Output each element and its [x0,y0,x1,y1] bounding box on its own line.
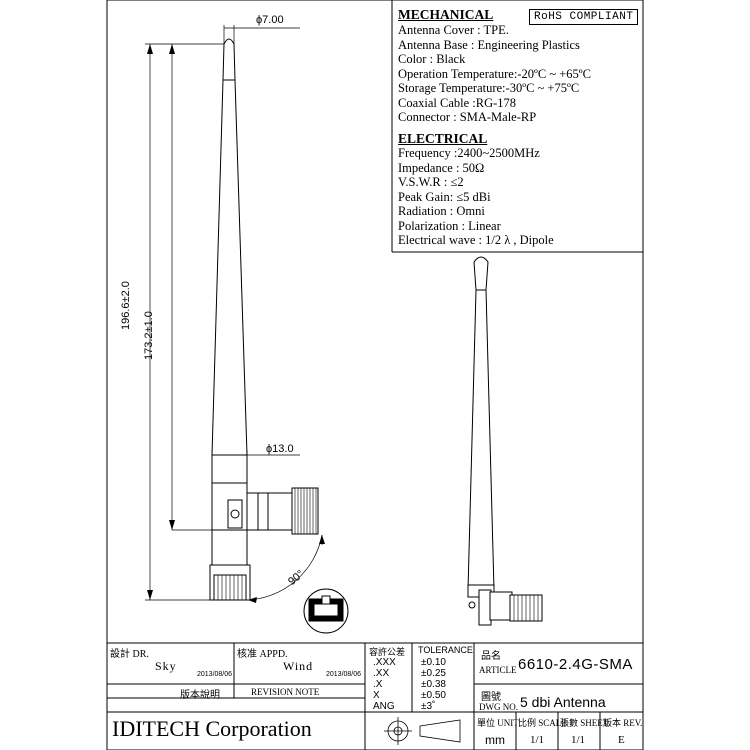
company-name: IDITECH Corporation [112,716,312,741]
rev-value: E [618,734,625,746]
spec-item: Electrical wave : 1/2 λ , Dipole [398,233,554,247]
tolerance-key: .XXX [373,657,396,668]
dim-tip-diameter: ϕ7.00 [256,14,284,26]
antenna-whip [211,79,248,456]
article-label-en: ARTICLE [479,665,517,675]
rohs-badge: RoHS COMPLIANT [529,9,639,25]
rev-label: 版本 REV. [603,718,643,728]
antenna-front-view [209,38,319,601]
spec-item: Antenna Base : Engineering Plastics [398,37,580,52]
spec-item: Impedance : 50Ω [398,160,485,175]
dimension-lines [145,25,323,601]
dwg-label-en: DWG NO. [479,702,518,712]
tolerance-value: ±0.38 [421,679,446,690]
title-block-grid [107,642,643,750]
tolerance-value: ±3˚ [421,701,436,712]
electrical-heading: ELECTRICAL [398,131,488,146]
mechanical-heading: MECHANICAL [398,7,494,22]
dim-total-length: 196.6±2.0 [120,281,132,330]
revision-label: 版本說明 [180,690,220,701]
spec-item: V.S.W.R : ≤2 [398,175,464,189]
tolerance-key: ANG [373,701,395,712]
tolerance-key: .XX [373,668,390,679]
projection-symbol [384,717,461,745]
electrical-list: Frequency :2400~2500MHz Impedance : 50Ω … [398,146,554,248]
spec-item: Antenna Cover : TPE. [398,23,509,37]
approve-label: 核准 APPD. [237,649,288,660]
approve-date: 2013/08/06 [326,671,362,678]
designer-name: Sky [155,659,177,673]
antenna-tip [222,38,236,81]
mechanical-list: Antenna Cover : TPE. Antenna Base : Engi… [398,23,591,125]
spec-item: Frequency :2400~2500MHz [398,146,540,160]
tolerance-label-en: TOLERANCE [418,645,473,655]
tolerance-values: ±0.10 ±0.25 ±0.38 ±0.50 ±3˚ [421,657,446,712]
dim-tip-diameter-text: ϕ7.00 [256,14,284,26]
tolerance-keys: .XXX .XX .X X ANG [373,657,396,712]
design-date: 2013/08/06 [197,671,233,678]
spec-item: Storage Temperature:-30ºC ~ +75ºC [398,81,580,95]
revision-note-label: REVISION NOTE [251,687,320,697]
dwg-label-cn: 圖號 [481,692,501,703]
approver-name: Wind [283,659,314,673]
spec-item: Operation Temperature:-20ºC ~ +65ºC [398,66,591,81]
sheet-border [106,0,644,750]
connector-thread [291,487,319,535]
unit-value: mm [485,733,505,747]
unit-label: 單位 UNIT [477,718,519,728]
tolerance-key: X [373,690,380,701]
dwg-value: 5 dbi Antenna [520,694,606,710]
dim-base-diameter: ϕ13.0 [266,443,294,455]
tolerance-key: .X [373,679,383,690]
dim-whip-length: 173.2±1.0 [143,311,155,360]
scale-value: 1/1 [530,734,545,746]
spec-item: Connector : SMA-Male-RP [398,110,537,124]
article-label-cn: 品名 [481,651,501,662]
article-value: 6610-2.4G-SMA [518,656,633,673]
scale-label: 比例 SCALE [518,718,567,728]
sheet-label: 張數 SHEET [560,718,609,728]
spec-item: Polarization : Linear [398,218,501,233]
antenna-photo [467,256,543,626]
sheet-value: 1/1 [571,734,586,746]
tolerance-value: ±0.50 [421,690,446,701]
spec-item: Color : Black [398,52,466,66]
spec-item: Radiation : Omni [398,204,485,218]
connector-body [246,492,293,531]
design-label: 設計 DR. [110,649,149,660]
tolerance-value: ±0.10 [421,657,446,668]
tolerance-value: ±0.25 [421,668,446,679]
spec-item: Coaxial Cable :RG-178 [398,95,517,110]
spec-item: Peak Gain: ≤5 dBi [398,189,491,204]
connector-section-view [303,588,349,634]
tolerance-label-cn: 容許公差 [369,647,406,657]
